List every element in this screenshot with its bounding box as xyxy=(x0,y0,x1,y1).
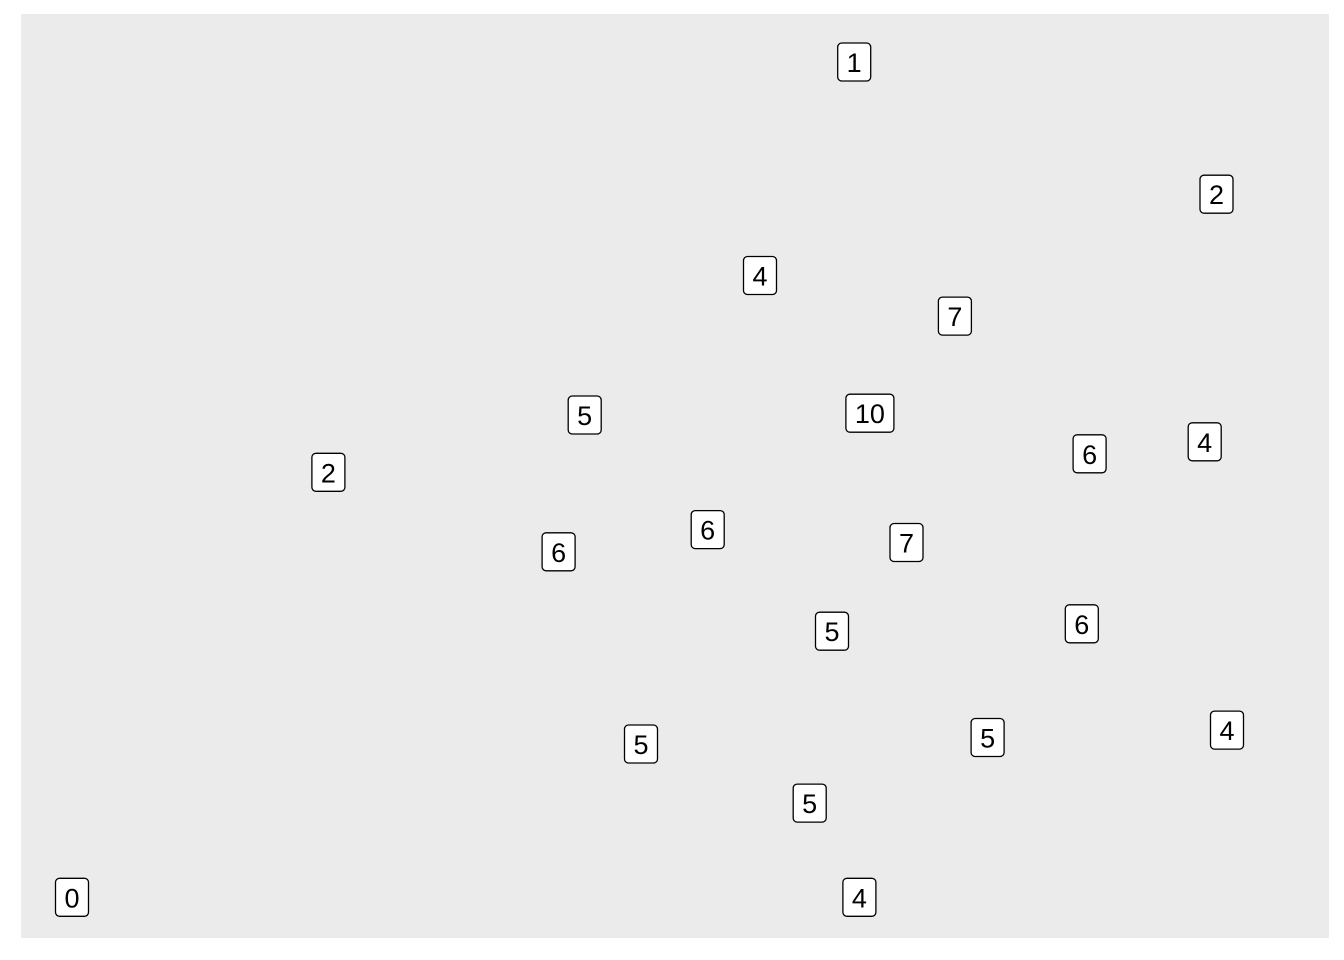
label-text: 0 xyxy=(64,883,79,913)
label-text: 10 xyxy=(855,399,885,429)
label-box xyxy=(54,877,90,917)
point-label: 6 xyxy=(1072,434,1107,474)
point-label: 1 xyxy=(837,42,872,82)
label-text: 7 xyxy=(899,529,914,559)
label-text: 1 xyxy=(847,48,862,78)
label-text: 5 xyxy=(824,617,839,647)
label-text: 4 xyxy=(1219,716,1234,746)
plot-panel xyxy=(21,14,1329,938)
point-label: 10 xyxy=(845,393,895,433)
label-box xyxy=(1199,174,1234,214)
label-box xyxy=(970,717,1005,758)
point-label: 7 xyxy=(889,522,924,563)
point-label: 4 xyxy=(742,255,778,296)
point-label: 2 xyxy=(1199,174,1234,214)
label-text: 6 xyxy=(551,538,566,568)
point-labels: 1 2 4 7 5 10 2 6 4 6 6 7 5 6 5 5 4 5 0 4 xyxy=(54,42,1245,917)
label-box xyxy=(837,42,872,82)
label-box xyxy=(623,724,659,764)
label-text: 6 xyxy=(700,516,715,546)
label-text: 6 xyxy=(1074,610,1089,640)
label-box xyxy=(814,611,850,651)
label-text: 5 xyxy=(802,789,817,819)
point-label: 6 xyxy=(1064,604,1099,644)
point-label: 5 xyxy=(567,395,602,435)
label-text: 5 xyxy=(980,724,995,754)
point-label: 4 xyxy=(1187,422,1222,462)
label-text: 4 xyxy=(752,262,767,292)
point-label: 4 xyxy=(842,877,877,917)
label-text: 2 xyxy=(321,458,336,488)
label-box xyxy=(1064,604,1099,644)
label-box xyxy=(937,296,973,336)
point-label: 2 xyxy=(311,452,346,492)
point-label: 7 xyxy=(937,296,973,336)
label-text: 5 xyxy=(633,730,648,760)
point-label: 5 xyxy=(792,783,827,823)
point-label: 4 xyxy=(1209,710,1245,750)
label-box xyxy=(1187,422,1222,462)
label-box xyxy=(1209,710,1245,750)
label-box xyxy=(845,393,895,433)
label-box xyxy=(541,532,576,572)
label-text: 4 xyxy=(1197,428,1212,458)
label-box xyxy=(567,395,602,435)
label-box xyxy=(842,877,877,917)
label-text: 2 xyxy=(1209,180,1224,210)
point-label: 6 xyxy=(690,509,725,550)
point-label: 5 xyxy=(970,717,1005,758)
label-text: 4 xyxy=(852,883,867,913)
point-label: 5 xyxy=(623,724,659,764)
label-box xyxy=(1072,434,1107,474)
point-label: 6 xyxy=(541,532,576,572)
label-text: 6 xyxy=(1082,440,1097,470)
label-text: 5 xyxy=(577,401,592,431)
point-label: 0 xyxy=(54,877,90,917)
label-box xyxy=(792,783,827,823)
point-label: 5 xyxy=(814,611,850,651)
label-box xyxy=(742,255,778,296)
label-box xyxy=(690,509,725,550)
label-text: 7 xyxy=(947,302,962,332)
label-box xyxy=(889,522,924,563)
label-box xyxy=(311,452,346,492)
